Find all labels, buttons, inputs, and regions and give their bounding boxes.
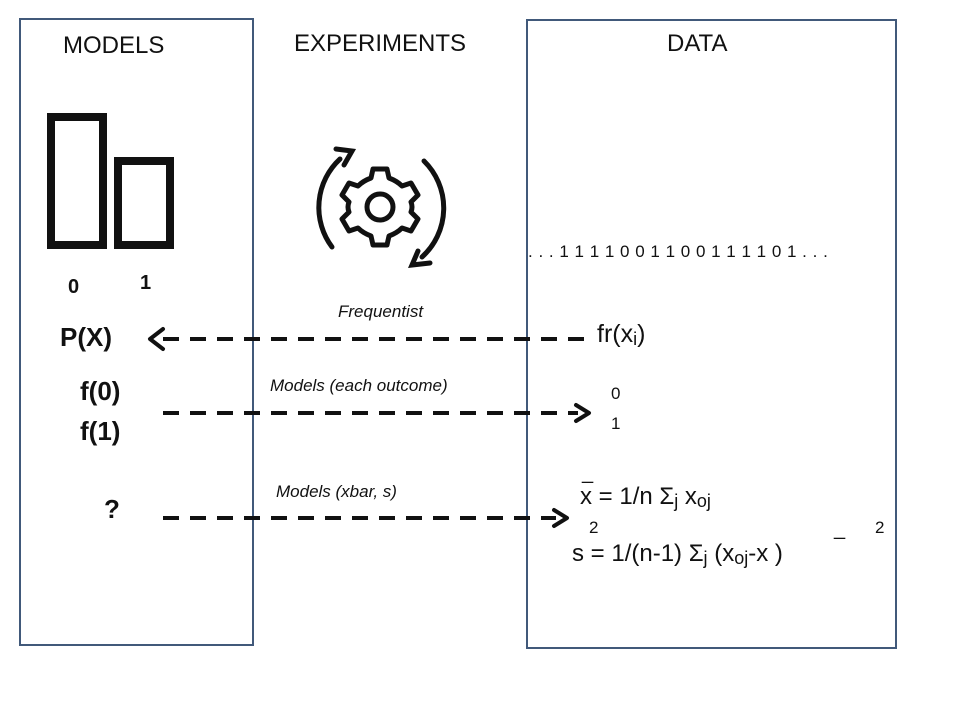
data-header: DATA [667,30,728,57]
mean-oj-subscript: oj [696,491,711,511]
bar-tick-label-0: 0 [68,276,80,298]
frequentist-label: Frequentist [338,302,424,321]
frequency-subscript: i [633,329,638,349]
experiments-header: EXPERIMENTS [294,30,467,57]
mean-x-obs: x [678,483,697,510]
var-minus-x: -x [748,540,769,567]
models-header: MODELS [63,32,165,59]
model-f1-label: f(1) [80,416,121,446]
frequency-text: fr(x [597,320,634,348]
data-panel [526,19,897,649]
data-sequence: . . . 1 1 1 1 0 0 1 1 0 0 1 1 1 1 0 1 . … [528,242,829,261]
mean-x: x [580,483,592,510]
gear-icon [339,166,421,248]
var-sum-index: j [703,548,708,568]
var-square-superscript: 2 [875,518,885,537]
var-rhs: = 1/(n-1) Σ [584,540,704,567]
frequency-expression: fr(xi) [597,320,645,350]
var-open: (x [707,540,735,567]
mean-equation: x = 1/n Σj xoj [580,483,711,512]
variance-equation: s = 1/(n-1) Σj (xoj-x ) [572,540,783,569]
bar-0 [47,113,107,249]
outcome-1: 1 [611,414,621,433]
mean-rhs: = 1/n Σ [592,483,675,510]
unknown-model-label: ? [104,494,120,524]
var-s-superscript: 2 [589,518,599,537]
var-close: ) [768,540,783,567]
var-xbar-bar: _ [834,518,846,540]
var-s: s [572,540,584,567]
probability-label: P(X) [60,322,112,352]
models-each-outcome-label: Models (each outcome) [270,376,448,395]
var-oj-subscript: oj [734,548,749,568]
model-f0-label: f(0) [80,376,121,406]
frequency-close: ) [637,320,646,348]
mean-bar: _ [582,462,594,484]
bar-tick-label-1: 1 [140,272,152,294]
mean-sum-index: j [674,491,679,511]
models-panel [19,18,254,646]
models-xbar-s-label: Models (xbar, s) [276,482,397,501]
bar-1 [114,157,174,249]
outcome-0: 0 [611,384,621,403]
